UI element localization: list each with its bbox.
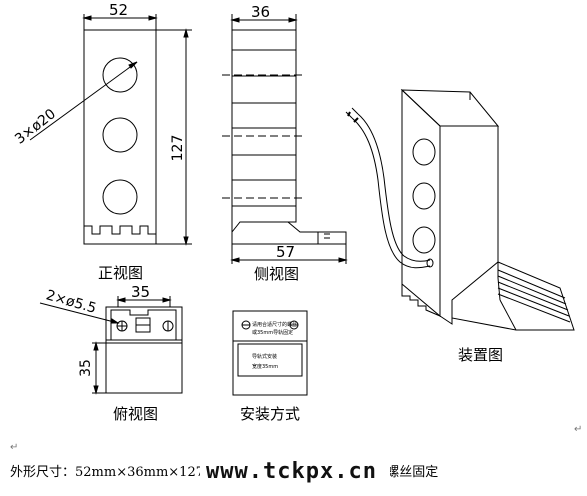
return-mark-1: ↵ (10, 442, 19, 453)
front-view (29, 14, 192, 246)
install-view-outline (232, 310, 308, 396)
install-view-title: 安装方式 (240, 405, 301, 423)
front-hole-bottom (102, 179, 138, 215)
dim-text-127: 127 (170, 135, 186, 162)
top-view (39, 296, 183, 395)
dim-text-35-v: 35 (78, 359, 94, 377)
device-top-face (400, 89, 500, 127)
dim-text-36: 36 (251, 3, 271, 21)
device-cable-outer (351, 117, 431, 269)
device-cable-inner (357, 113, 431, 262)
install-note-2: 或35mm导轨固定 (252, 329, 293, 336)
dim-leader-holes (29, 61, 138, 141)
install-view (232, 310, 308, 396)
front-view-title: 正视图 (98, 264, 144, 282)
top-view-outline (105, 306, 183, 394)
install-note-4: 宽度35mm (252, 363, 278, 370)
side-view-title: 侧视图 (254, 265, 300, 283)
side-view (222, 14, 348, 264)
watermark-text: www.tckpx.cn (206, 459, 377, 484)
install-note-1: 请用合适尺寸的螺丝 (252, 321, 297, 328)
front-hole-middle (102, 117, 138, 153)
device-view-title: 装置图 (458, 346, 504, 364)
dim-text-holes: 3×ø20 (12, 106, 59, 148)
top-view-title: 俯视图 (113, 405, 159, 423)
side-view-outline (231, 29, 347, 245)
dim-text-mount-holes: 2×ø5.5 (44, 287, 98, 317)
front-view-teeth (84, 225, 156, 235)
device-hole-2 (412, 182, 436, 210)
front-hole-top (102, 57, 138, 93)
dim-leader-mount-holes (39, 302, 119, 324)
watermark-background (200, 460, 390, 488)
device-3d-view (345, 88, 575, 331)
dim-text-52: 52 (109, 1, 129, 19)
dim-text-57: 57 (276, 243, 296, 261)
dim-text-35-h: 35 (131, 283, 151, 301)
return-mark-2: ↵ (574, 424, 583, 435)
install-note-3: 导轨式安装 (252, 353, 277, 360)
device-front-face (401, 88, 441, 318)
device-hole-1 (412, 138, 436, 166)
device-hole-3 (412, 226, 436, 254)
front-view-outline (83, 29, 157, 245)
device-terminal-block (451, 261, 575, 331)
